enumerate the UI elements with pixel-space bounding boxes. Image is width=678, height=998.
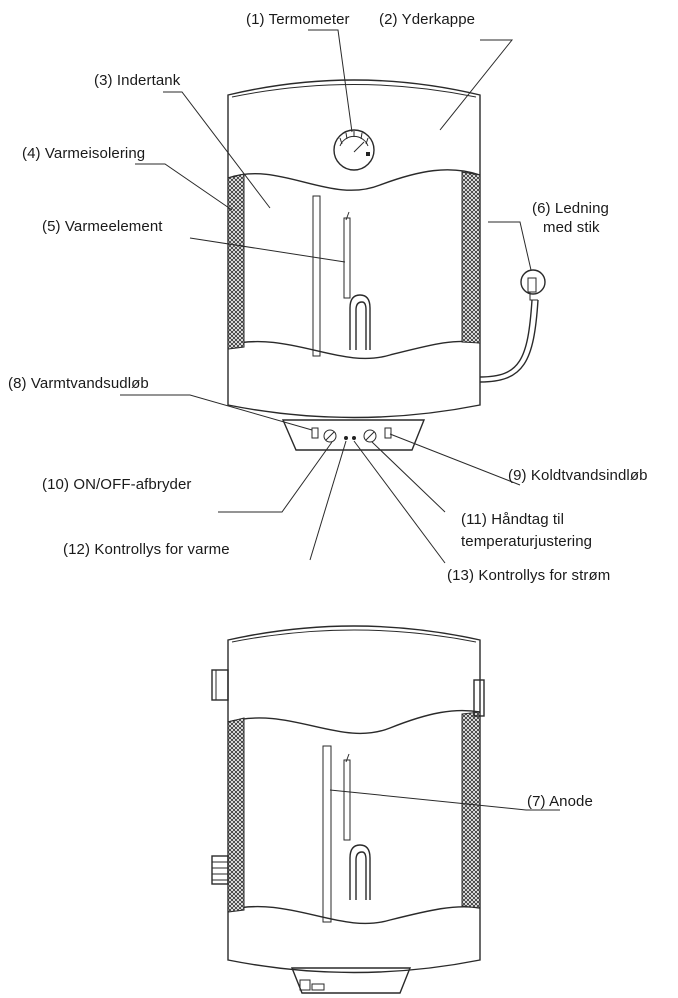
label-ledning-2: med stik (543, 219, 600, 236)
label-varmeisolering: (4) Varmeisolering (22, 145, 145, 162)
label-indertank: (3) Indertank (94, 72, 181, 89)
label-varmeelement: (5) Varmeelement (42, 218, 163, 235)
thermometer-icon (333, 129, 375, 171)
side-view (211, 625, 485, 994)
outer-casing-2 (227, 625, 481, 974)
heating-element (343, 211, 371, 350)
label-koldtvandsindlob: (9) Koldtvandsindløb (508, 467, 648, 484)
label-yderkappe: (2) Yderkappe (379, 11, 475, 28)
front-view (227, 79, 546, 451)
inner-tank-bottom (227, 340, 481, 360)
control-box (281, 419, 426, 451)
insulation-left (227, 173, 245, 350)
label-ledning-1: (6) Ledning (532, 200, 609, 217)
label-handtag-2: temperaturjustering (461, 533, 592, 550)
insulation-right (461, 171, 481, 344)
label-kontrollys-strom: (13) Kontrollys for strøm (447, 567, 610, 584)
power-cord (479, 269, 546, 383)
label-onoff: (10) ON/OFF-afbryder (42, 476, 192, 493)
label-handtag-1: (11) Håndtag til (461, 511, 564, 528)
labels: (1) Termometer (2) Yderkappe (3) Inderta… (8, 11, 648, 810)
label-anode: (7) Anode (527, 793, 593, 810)
leader-lines (120, 29, 560, 811)
inner-tank-top (227, 169, 481, 191)
label-kontrollys-varme: (12) Kontrollys for varme (63, 541, 230, 558)
label-varmtvandsudlob: (8) Varmtvandsudløb (8, 375, 149, 392)
label-termometer: (1) Termometer (246, 11, 350, 28)
